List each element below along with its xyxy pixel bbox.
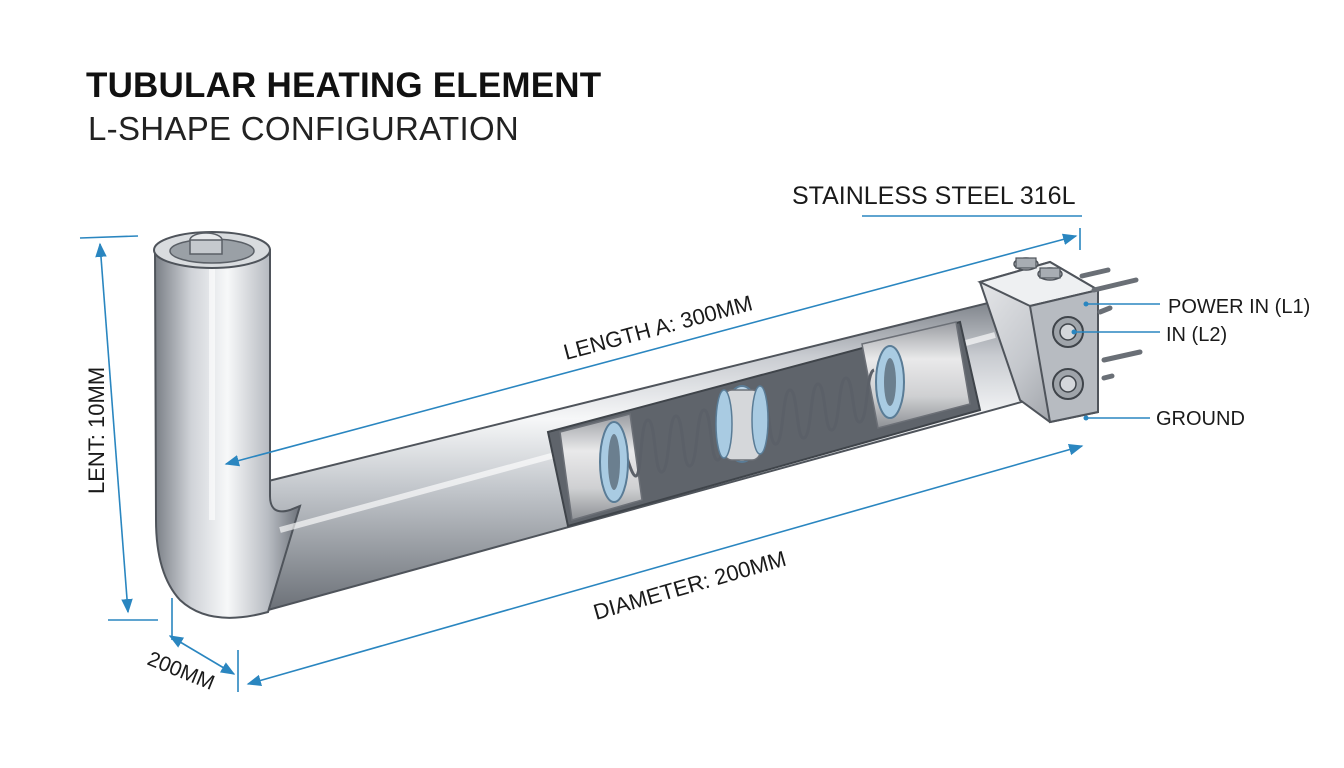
leader-dots bbox=[1071, 301, 1089, 421]
vertical-dimension-label: LENT: 10MM bbox=[84, 367, 109, 494]
diagram-title: TUBULAR HEATING ELEMENT bbox=[86, 66, 602, 105]
material-label: STAINLESS STEEL 316L bbox=[792, 182, 1076, 210]
power-in-l1-label: POWER IN (L1) bbox=[1168, 296, 1310, 318]
terminal-pin-icon bbox=[1079, 267, 1143, 381]
length-a-label: LENGTH A: 300MM bbox=[561, 290, 755, 364]
dimension-lines bbox=[79, 215, 1160, 692]
power-in-l2-label: IN (L2) bbox=[1166, 324, 1227, 346]
base-dimension-label: 200MM bbox=[144, 647, 218, 695]
diagram-subtitle: L-SHAPE CONFIGURATION bbox=[88, 110, 520, 147]
ground-label: GROUND bbox=[1156, 408, 1245, 430]
